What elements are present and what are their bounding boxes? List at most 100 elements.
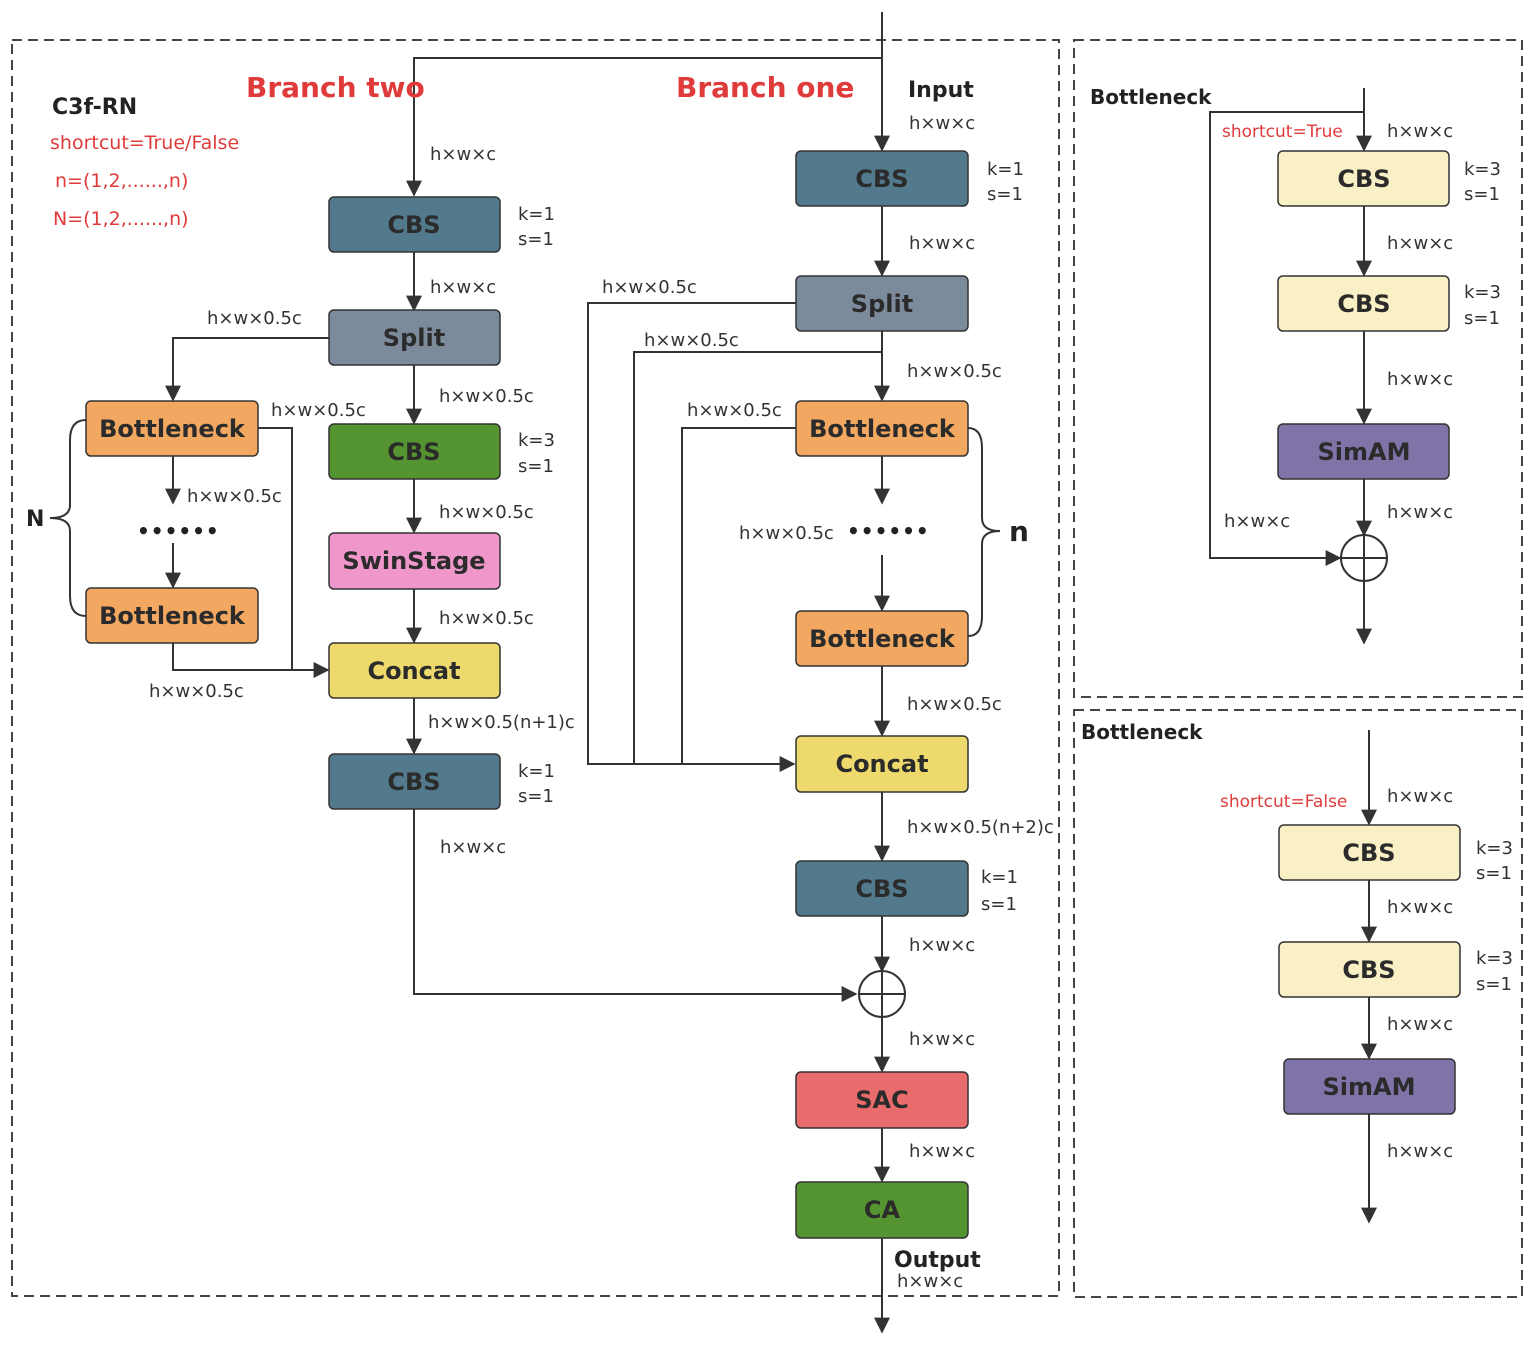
svg-text:CBS: CBS — [387, 211, 440, 239]
svg-text:Bottleneck: Bottleneck — [809, 625, 956, 653]
svg-text:CBS: CBS — [387, 768, 440, 796]
sb-dim-simam: h×w×c — [1387, 1141, 1453, 1162]
b2-split-block: Split — [328, 309, 501, 366]
st-dim-cbs1: h×w×c — [1387, 233, 1453, 254]
branch-one-title: Branch one — [676, 71, 854, 104]
dim-b1-split-skip: h×w×0.5c — [602, 277, 697, 298]
st-cbs-2-block: CBS — [1277, 275, 1450, 332]
dim-b1-input: h×w×c — [909, 113, 975, 134]
dim-b1-cbs-out: h×w×c — [909, 233, 975, 254]
b1-bottleneck-1-block: Bottleneck — [795, 400, 969, 457]
svg-text:Bottleneck: Bottleneck — [99, 602, 246, 630]
b1-bottleneck-skip-line — [681, 427, 796, 764]
b1-concat-block: Concat — [795, 735, 969, 793]
n-brace — [967, 427, 1001, 637]
n-brace-label: n — [1009, 515, 1029, 548]
st-cbs1-k: k=3 — [1464, 159, 1501, 180]
b2-swinstage-block: SwinStage — [328, 532, 501, 590]
dim-b2-input: h×w×c — [430, 144, 496, 165]
branch-two-arrow — [406, 57, 882, 197]
svg-text:CBS: CBS — [1342, 956, 1395, 984]
st-cbs2-s: s=1 — [1464, 308, 1500, 329]
st-dim-cbs2: h×w×c — [1387, 369, 1453, 390]
st-shortcut-label: shortcut=True — [1222, 122, 1343, 142]
dim-b2-bottleneck-concat: h×w×0.5c — [149, 681, 244, 702]
b1-cbs-1-block: CBS — [795, 150, 969, 207]
dim-b2-cbs-out: h×w×c — [430, 277, 496, 298]
svg-text:CBS: CBS — [387, 438, 440, 466]
svg-text:Concat: Concat — [835, 750, 928, 778]
b2-bottleneck-1-block: Bottleneck — [85, 400, 259, 457]
b2-output-to-add-arrow — [413, 809, 858, 1002]
b2-bottleneck-2-block: Bottleneck — [85, 587, 259, 644]
svg-text:CBS: CBS — [1342, 839, 1395, 867]
sb-cbs-1-block: CBS — [1278, 824, 1461, 881]
dim-b1-concat-out: h×w×0.5(n+2)c — [907, 817, 1054, 838]
b1-cbs1-s: s=1 — [987, 184, 1023, 205]
b1-dots: •••••• — [847, 519, 930, 543]
dim-b2-bottleneck-skip: h×w×0.5c — [271, 400, 366, 421]
add-operator-icon — [858, 970, 906, 1018]
b1-split-half-skip-line — [633, 351, 882, 764]
b2-bottleneck-to-concat-arrow — [172, 643, 330, 678]
dim-b1-split-down: h×w×0.5c — [907, 361, 1002, 382]
b1-cbs-2-block: CBS — [795, 860, 969, 917]
svg-text:Bottleneck: Bottleneck — [809, 415, 956, 443]
input-label: Input — [908, 78, 974, 103]
svg-text:SwinStage: SwinStage — [342, 547, 485, 575]
svg-text:CBS: CBS — [855, 875, 908, 903]
N-brace-label: N — [26, 507, 44, 532]
sb-dim-cbs2: h×w×c — [1387, 1014, 1453, 1035]
dim-b2-bottleneck-out: h×w×0.5c — [187, 486, 282, 507]
sac-block: SAC — [795, 1071, 969, 1129]
svg-text:Split: Split — [383, 324, 445, 352]
svg-text:CBS: CBS — [855, 165, 908, 193]
dim-b2-concat-out: h×w×0.5(n+1)c — [428, 712, 575, 733]
param-shortcut: shortcut=True/False — [50, 132, 239, 154]
dim-b1-bottleneck-skip: h×w×0.5c — [687, 400, 782, 421]
ca-block: CA — [795, 1181, 969, 1239]
sb-simam-block: SimAM — [1283, 1058, 1456, 1115]
st-dim-shortcut: h×w×c — [1224, 511, 1290, 532]
dim-b1-cbs2-out: h×w×c — [909, 935, 975, 956]
sb-cbs-2-block: CBS — [1278, 941, 1461, 998]
dim-output: h×w×c — [897, 1271, 963, 1292]
dim-b2-split-down: h×w×0.5c — [439, 386, 534, 407]
b1-cbs1-k: k=1 — [987, 159, 1024, 180]
sb-dim-input: h×w×c — [1387, 786, 1453, 807]
st-dim-input: h×w×c — [1387, 121, 1453, 142]
b1-cbs2-s: s=1 — [981, 894, 1017, 915]
N-brace — [49, 419, 87, 617]
sb-cbs2-s: s=1 — [1476, 974, 1512, 995]
st-title: Bottleneck — [1090, 85, 1212, 109]
st-add-operator-icon — [1340, 534, 1388, 582]
side-bottom-panel-border — [1073, 709, 1523, 1298]
svg-text:CBS: CBS — [1337, 165, 1390, 193]
sb-cbs1-k: k=3 — [1476, 838, 1513, 859]
b2-cbs2-k: k=3 — [518, 430, 555, 451]
b2-cbs3-s: s=1 — [518, 786, 554, 807]
dim-sac-out: h×w×c — [909, 1141, 975, 1162]
b2-cbs3-k: k=1 — [518, 761, 555, 782]
svg-text:CA: CA — [864, 1196, 901, 1224]
c3f-rn-title: C3f-RN — [52, 95, 137, 120]
b2-split-to-bottleneck-arrow — [165, 337, 329, 402]
sb-cbs1-s: s=1 — [1476, 863, 1512, 884]
dim-b1-split-half: h×w×0.5c — [644, 330, 739, 351]
dim-b2-split-left: h×w×0.5c — [207, 308, 302, 329]
b2-cbs1-k: k=1 — [518, 204, 555, 225]
st-cbs-1-block: CBS — [1277, 150, 1450, 207]
b2-bottleneck-skip-line — [258, 427, 293, 670]
output-label: Output — [894, 1248, 981, 1273]
sb-cbs2-k: k=3 — [1476, 948, 1513, 969]
sb-title: Bottleneck — [1081, 720, 1203, 744]
dim-b1-bottleneck-out: h×w×0.5c — [907, 694, 1002, 715]
main-panel-border — [11, 39, 1060, 1297]
dim-b2-output: h×w×c — [440, 837, 506, 858]
b1-split-skip-line — [587, 302, 796, 772]
dim-b2-cbs2-out: h×w×0.5c — [439, 502, 534, 523]
b2-cbs-2-block: CBS — [328, 423, 501, 480]
svg-text:Concat: Concat — [367, 657, 460, 685]
dim-b2-swin-out: h×w×0.5c — [439, 608, 534, 629]
